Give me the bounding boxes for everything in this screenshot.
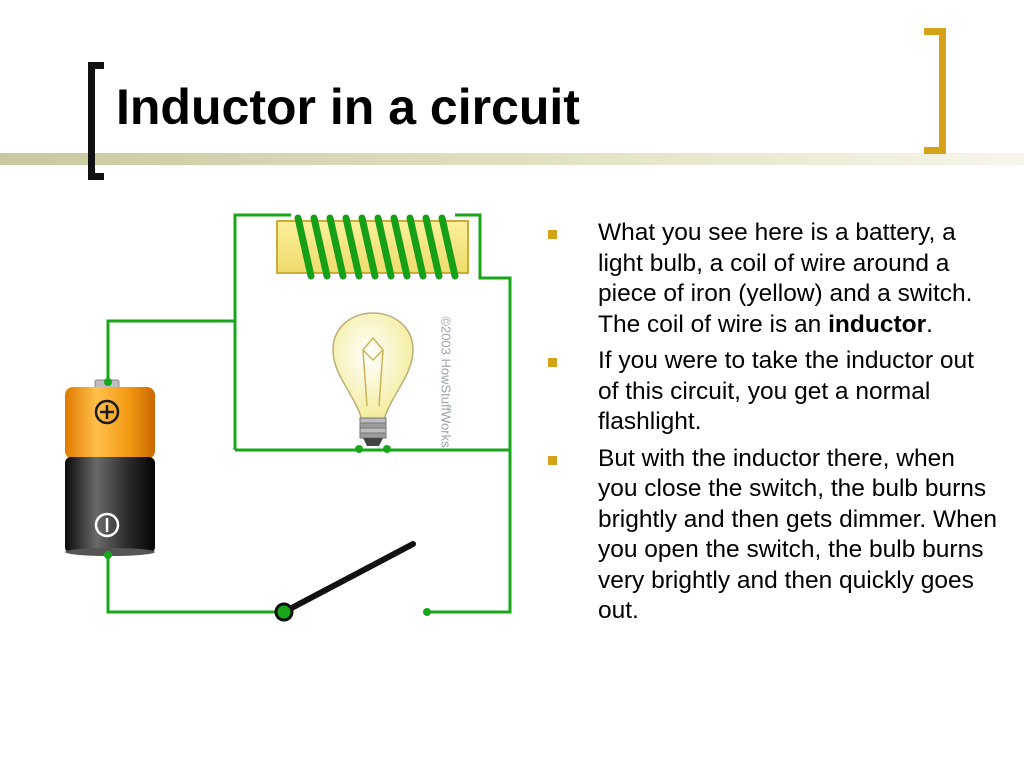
left-bracket-decoration [88,62,104,180]
bullet-text: But with the inductor there, when you cl… [598,444,998,625]
switch-icon [274,541,431,622]
slide-title: Inductor in a circuit [116,79,580,135]
circuit-wires [106,213,512,614]
circuit-diagram [65,213,512,622]
battery-negative-icon [94,512,120,538]
bullet-text: If you were to take the inductor out of … [598,347,974,435]
copyright-watermark: ©2003 HowStuffWorks [438,316,454,448]
bullet-item: If you were to take the inductor out of … [548,346,998,438]
bullet-square-icon [548,230,557,239]
bullet-text-end: . [926,310,933,338]
inductor-coil-icon [276,214,469,280]
bullet-text: What you see here is a battery, a light … [598,219,973,338]
bullet-list: What you see here is a battery, a light … [548,218,998,633]
bullet-square-icon [548,358,557,367]
bullet-item: But with the inductor there, when you cl… [548,444,998,627]
bullet-square-icon [548,455,557,465]
bullet-bold-term: inductor [828,310,927,338]
light-bulb-icon [332,312,414,453]
right-bracket-decoration [924,28,946,154]
battery-positive-icon [94,399,120,425]
battery-icon [65,378,155,559]
bullet-item: What you see here is a battery, a light … [548,218,998,340]
header-band [0,153,1024,165]
